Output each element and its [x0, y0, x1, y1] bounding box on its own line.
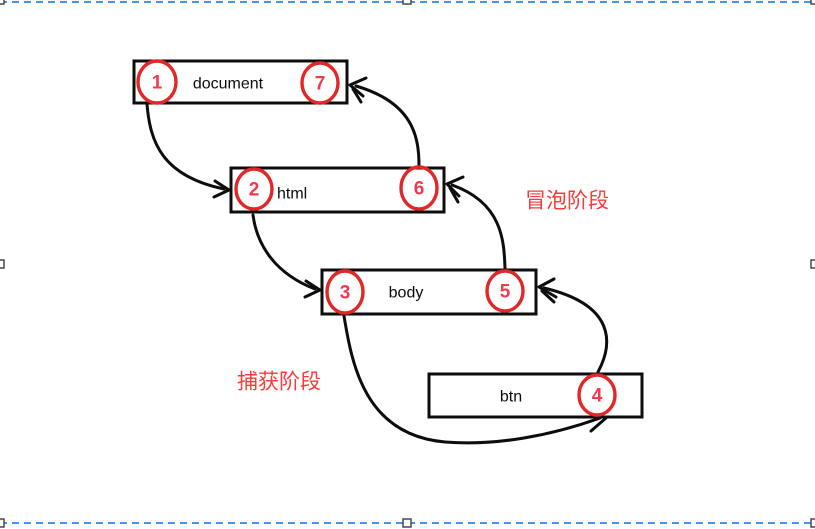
arrow-3-to-4 [342, 314, 602, 445]
resize-handle-top-right[interactable] [810, 0, 815, 5]
step-7-number: 7 [315, 74, 326, 95]
step-3-circle [325, 269, 365, 315]
step-1-number: 1 [152, 73, 163, 94]
node-document: 1 document 7 [132, 59, 349, 105]
step-6-number: 6 [414, 179, 425, 200]
step-5-number: 5 [500, 282, 511, 303]
arrowhead-4-to-5 [537, 277, 558, 299]
btn-label: btn [500, 389, 522, 406]
body-label: body [389, 285, 424, 302]
arrowhead-6-to-7 [348, 76, 368, 98]
resize-handle-bottom-left[interactable] [0, 518, 5, 528]
node-html: 2 html 6 [229, 165, 446, 214]
bubble-arrows [348, 76, 609, 374]
bubble-phase-label: 冒泡阶段 [525, 190, 609, 213]
resize-handle-middle-left[interactable] [0, 259, 5, 269]
arrowhead-6-to-7-extra [351, 87, 363, 104]
html-label: html [277, 186, 307, 203]
resize-handle-top-center[interactable] [402, 0, 412, 5]
capture-phase-label: 捕获阶段 [237, 371, 321, 394]
step-3-number: 3 [340, 283, 351, 304]
arrowhead-4-to-5-extra [540, 289, 556, 304]
arrowhead-5-to-6 [445, 175, 465, 198]
resize-handle-top-left[interactable] [0, 0, 5, 5]
arrow-4-to-5 [542, 286, 609, 374]
node-btn: btn 4 [427, 372, 644, 419]
document-label: document [193, 76, 264, 93]
resize-handle-bottom-center[interactable] [402, 518, 412, 528]
node-body: 3 body 5 [320, 268, 538, 316]
step-4-circle [577, 373, 617, 417]
arrowhead-5-to-6-extra [448, 186, 460, 204]
step-5-circle [485, 269, 525, 313]
arrow-5-to-6 [450, 183, 507, 270]
btn-box [427, 372, 644, 419]
step-2-number: 2 [249, 180, 260, 201]
step-1-circle [136, 59, 178, 105]
arrowhead-1-to-2 [212, 179, 231, 199]
step-6-circle [399, 165, 439, 211]
arrow-2-to-3 [251, 213, 317, 291]
resize-handle-bottom-right[interactable] [810, 518, 815, 528]
step-7-circle [300, 61, 340, 105]
arrowhead-2-to-3 [303, 279, 322, 299]
step-4-number: 4 [592, 386, 603, 407]
arrow-1-to-2 [145, 102, 226, 191]
resize-handle-middle-right[interactable] [810, 259, 815, 269]
arrow-6-to-7 [354, 84, 421, 168]
step-2-circle [234, 167, 274, 211]
